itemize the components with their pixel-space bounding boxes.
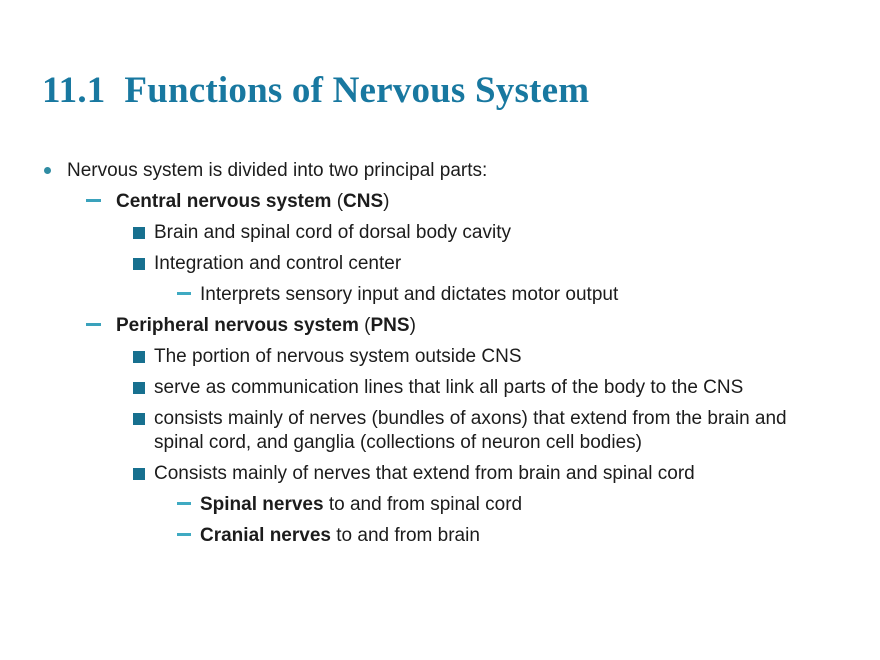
list-item: Nervous system is divided into two princ…: [0, 159, 835, 183]
bullet-text-bold-segment: PNS: [370, 315, 410, 336]
bullet-text-segment: to and from brain: [330, 525, 480, 546]
bullet-text: consists mainly of nerves (bundles of ax…: [154, 407, 835, 455]
dash-bullet-icon: [86, 199, 101, 202]
bullet-text: Nervous system is divided into two princ…: [67, 159, 487, 183]
bullet-text: Central nervous system (CNS): [116, 190, 389, 214]
square-bullet-icon: [133, 413, 145, 425]
list-item: Consists mainly of nerves that extend fr…: [0, 462, 835, 486]
bullet-text-segment: Brain and spinal cord of dorsal body cav…: [154, 222, 511, 243]
square-bullet-icon: [133, 468, 145, 480]
bullet-text: Interprets sensory input and dictates mo…: [200, 283, 618, 307]
list-item: serve as communication lines that link a…: [0, 376, 835, 400]
square-bullet-icon: [133, 382, 145, 394]
bullet-text: serve as communication lines that link a…: [154, 376, 743, 400]
bullet-text-segment: consists mainly of nerves (bundles of ax…: [154, 408, 787, 453]
bullet-text-segment: (: [331, 191, 344, 212]
list-item: Interprets sensory input and dictates mo…: [0, 283, 835, 307]
bullet-text: Cranial nerves to and from brain: [200, 524, 480, 548]
bullet-text: Integration and control center: [154, 252, 401, 276]
bullet-text: Brain and spinal cord of dorsal body cav…: [154, 221, 511, 245]
bullet-text-segment: Integration and control center: [154, 253, 402, 274]
list-item: Spinal nerves to and from spinal cord: [0, 493, 835, 517]
bullet-text-segment: ): [383, 191, 390, 212]
dot-bullet-icon: [44, 167, 51, 174]
bullet-text-bold-segment: Cranial nerves: [200, 525, 331, 546]
bullet-text-bold-segment: CNS: [343, 191, 384, 212]
bullet-text-segment: Interprets sensory input and dictates mo…: [200, 284, 619, 305]
list-item: consists mainly of nerves (bundles of ax…: [0, 407, 835, 455]
bullet-text: Spinal nerves to and from spinal cord: [200, 493, 522, 517]
bullet-text-segment: The portion of nervous system outside CN…: [154, 346, 522, 367]
bullet-text-segment: serve as communication lines that link a…: [154, 377, 744, 398]
bullet-text-bold-segment: Central nervous system: [116, 191, 332, 212]
list-item: Central nervous system (CNS): [0, 190, 835, 214]
list-item: Peripheral nervous system (PNS): [0, 314, 835, 338]
bullet-text-bold-segment: Spinal nerves: [200, 494, 324, 515]
list-item: The portion of nervous system outside CN…: [0, 345, 835, 369]
bullet-text-bold-segment: Peripheral nervous system: [116, 315, 359, 336]
list-item: Brain and spinal cord of dorsal body cav…: [0, 221, 835, 245]
bullet-text-segment: Nervous system is divided into two princ…: [67, 160, 488, 181]
square-bullet-icon: [133, 258, 145, 270]
slide-title: 11.1 Functions of Nervous System: [42, 70, 590, 111]
bullet-text-segment: (: [358, 315, 371, 336]
bullet-list: Nervous system is divided into two princ…: [0, 159, 835, 555]
bullet-text: Consists mainly of nerves that extend fr…: [154, 462, 695, 486]
dash-bullet-icon: [177, 292, 191, 295]
bullet-text: Peripheral nervous system (PNS): [116, 314, 416, 338]
bullet-text: The portion of nervous system outside CN…: [154, 345, 522, 369]
dash-bullet-icon: [177, 533, 191, 536]
bullet-text-segment: ): [409, 315, 416, 336]
square-bullet-icon: [133, 351, 145, 363]
square-bullet-icon: [133, 227, 145, 239]
dash-bullet-icon: [86, 323, 101, 326]
bullet-text-segment: Consists mainly of nerves that extend fr…: [154, 463, 695, 484]
list-item: Cranial nerves to and from brain: [0, 524, 835, 548]
list-item: Integration and control center: [0, 252, 835, 276]
dash-bullet-icon: [177, 502, 191, 505]
bullet-text-segment: to and from spinal cord: [323, 494, 523, 515]
